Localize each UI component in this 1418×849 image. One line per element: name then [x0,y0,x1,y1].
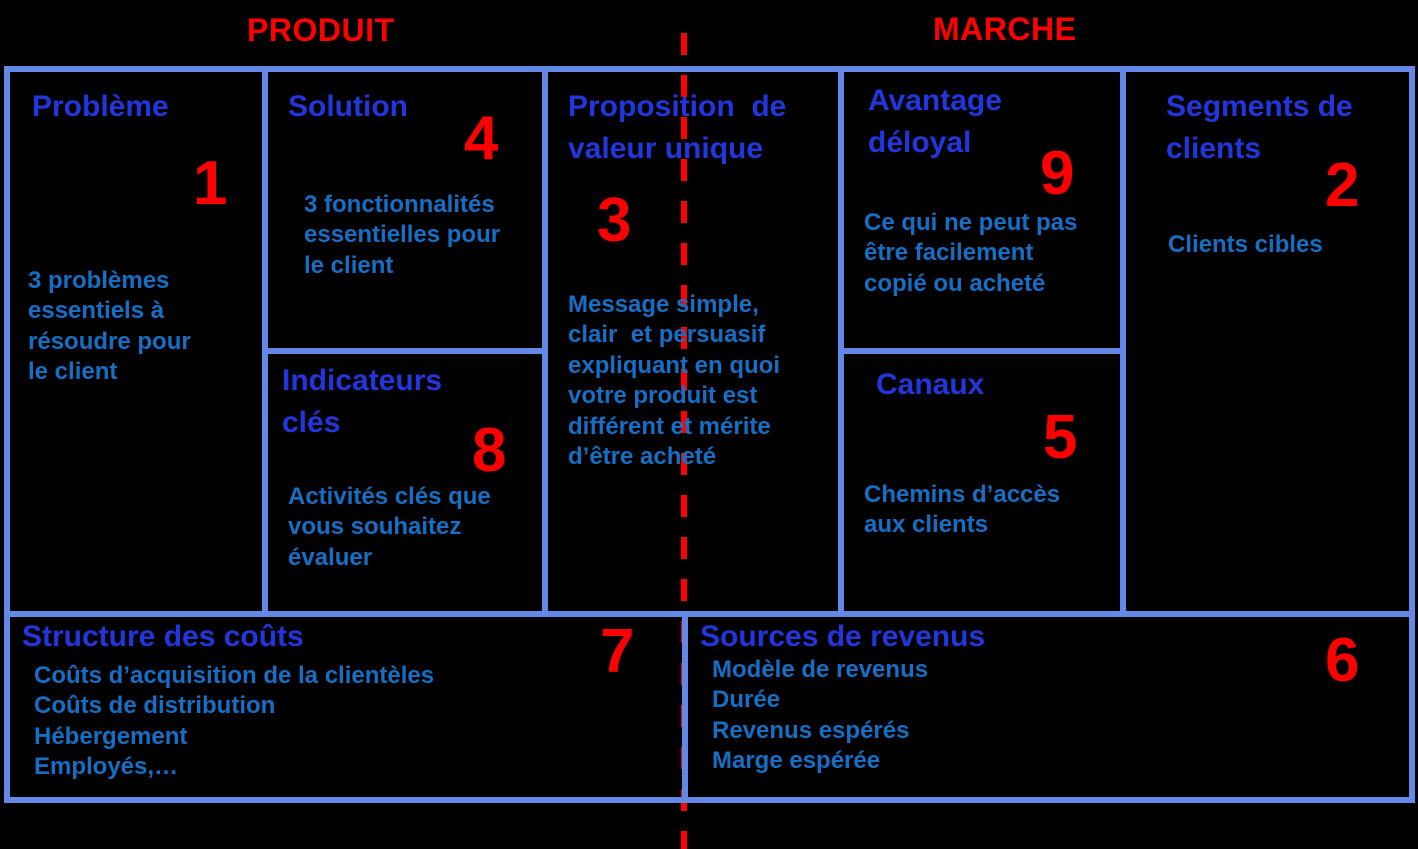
product-market-divider-line [681,33,687,849]
box-title: Proposition de valeur unique [568,90,787,165]
box-number: 6 [1325,626,1360,695]
box-number: 5 [1043,403,1078,472]
box-title: Avantage déloyal [868,84,1002,159]
box-number: 9 [1040,139,1075,208]
box-title: Structure des coûts [22,620,304,653]
box-description: Modèle de revenus Durée Revenus espérés … [712,656,929,775]
box-title: Problème [32,90,169,123]
box-title: Sources de revenus [700,620,986,653]
box-title: Segments de clients [1166,90,1353,165]
box-sources-de-revenus: Sources de revenus 6 Modèle de revenus D… [682,611,1415,803]
box-title: Indicateurs clés [282,364,443,439]
box-description: Coûts d’acquisition de la clientèles Coû… [34,662,435,781]
section-header-produit: PRODUIT [247,12,395,48]
box-description: Ce qui ne peut pas être facilement copié… [864,209,1078,297]
box-title: Canaux [876,368,985,401]
box-number: 4 [464,104,499,173]
box-canaux: Canaux 5 Chemins d’accès aux clients [838,348,1126,617]
box-structure-des-couts: Structure des coûts 7 Coûts d’acquisitio… [4,611,688,803]
box-number: 1 [193,149,228,218]
box-number: 7 [600,617,635,686]
box-solution: Solution 4 3 fonctionnalités essentielle… [262,66,548,354]
section-header-marche: MARCHE [933,11,1077,47]
box-description: Chemins d’accès aux clients [864,481,1061,539]
box-description: 3 problèmes essentiels à résoudre pour l… [28,267,191,386]
box-indicateurs-cles: Indicateurs clés 8 Activités clés que vo… [262,348,548,617]
box-segments-de-clients: Segments de clients 2 Clients cibles [1120,66,1415,617]
box-description: Message simple, clair et persuasif expli… [568,291,781,471]
box-avantage-deloyal: Avantage déloyal 9 Ce qui ne peut pas êt… [838,66,1126,354]
box-title: Solution [288,90,408,123]
box-description: Activités clés que vous souhaitez évalue… [288,483,491,571]
box-proposition-de-valeur: Proposition de valeur unique 3 Message s… [542,66,844,617]
box-number: 2 [1325,151,1360,220]
box-number: 8 [472,416,507,485]
box-number: 3 [597,186,632,255]
box-description: Clients cibles [1168,231,1323,258]
box-description: 3 fonctionnalités essentielles pour le c… [304,191,501,279]
box-probleme: Problème 1 3 problèmes essentiels à réso… [4,66,268,617]
